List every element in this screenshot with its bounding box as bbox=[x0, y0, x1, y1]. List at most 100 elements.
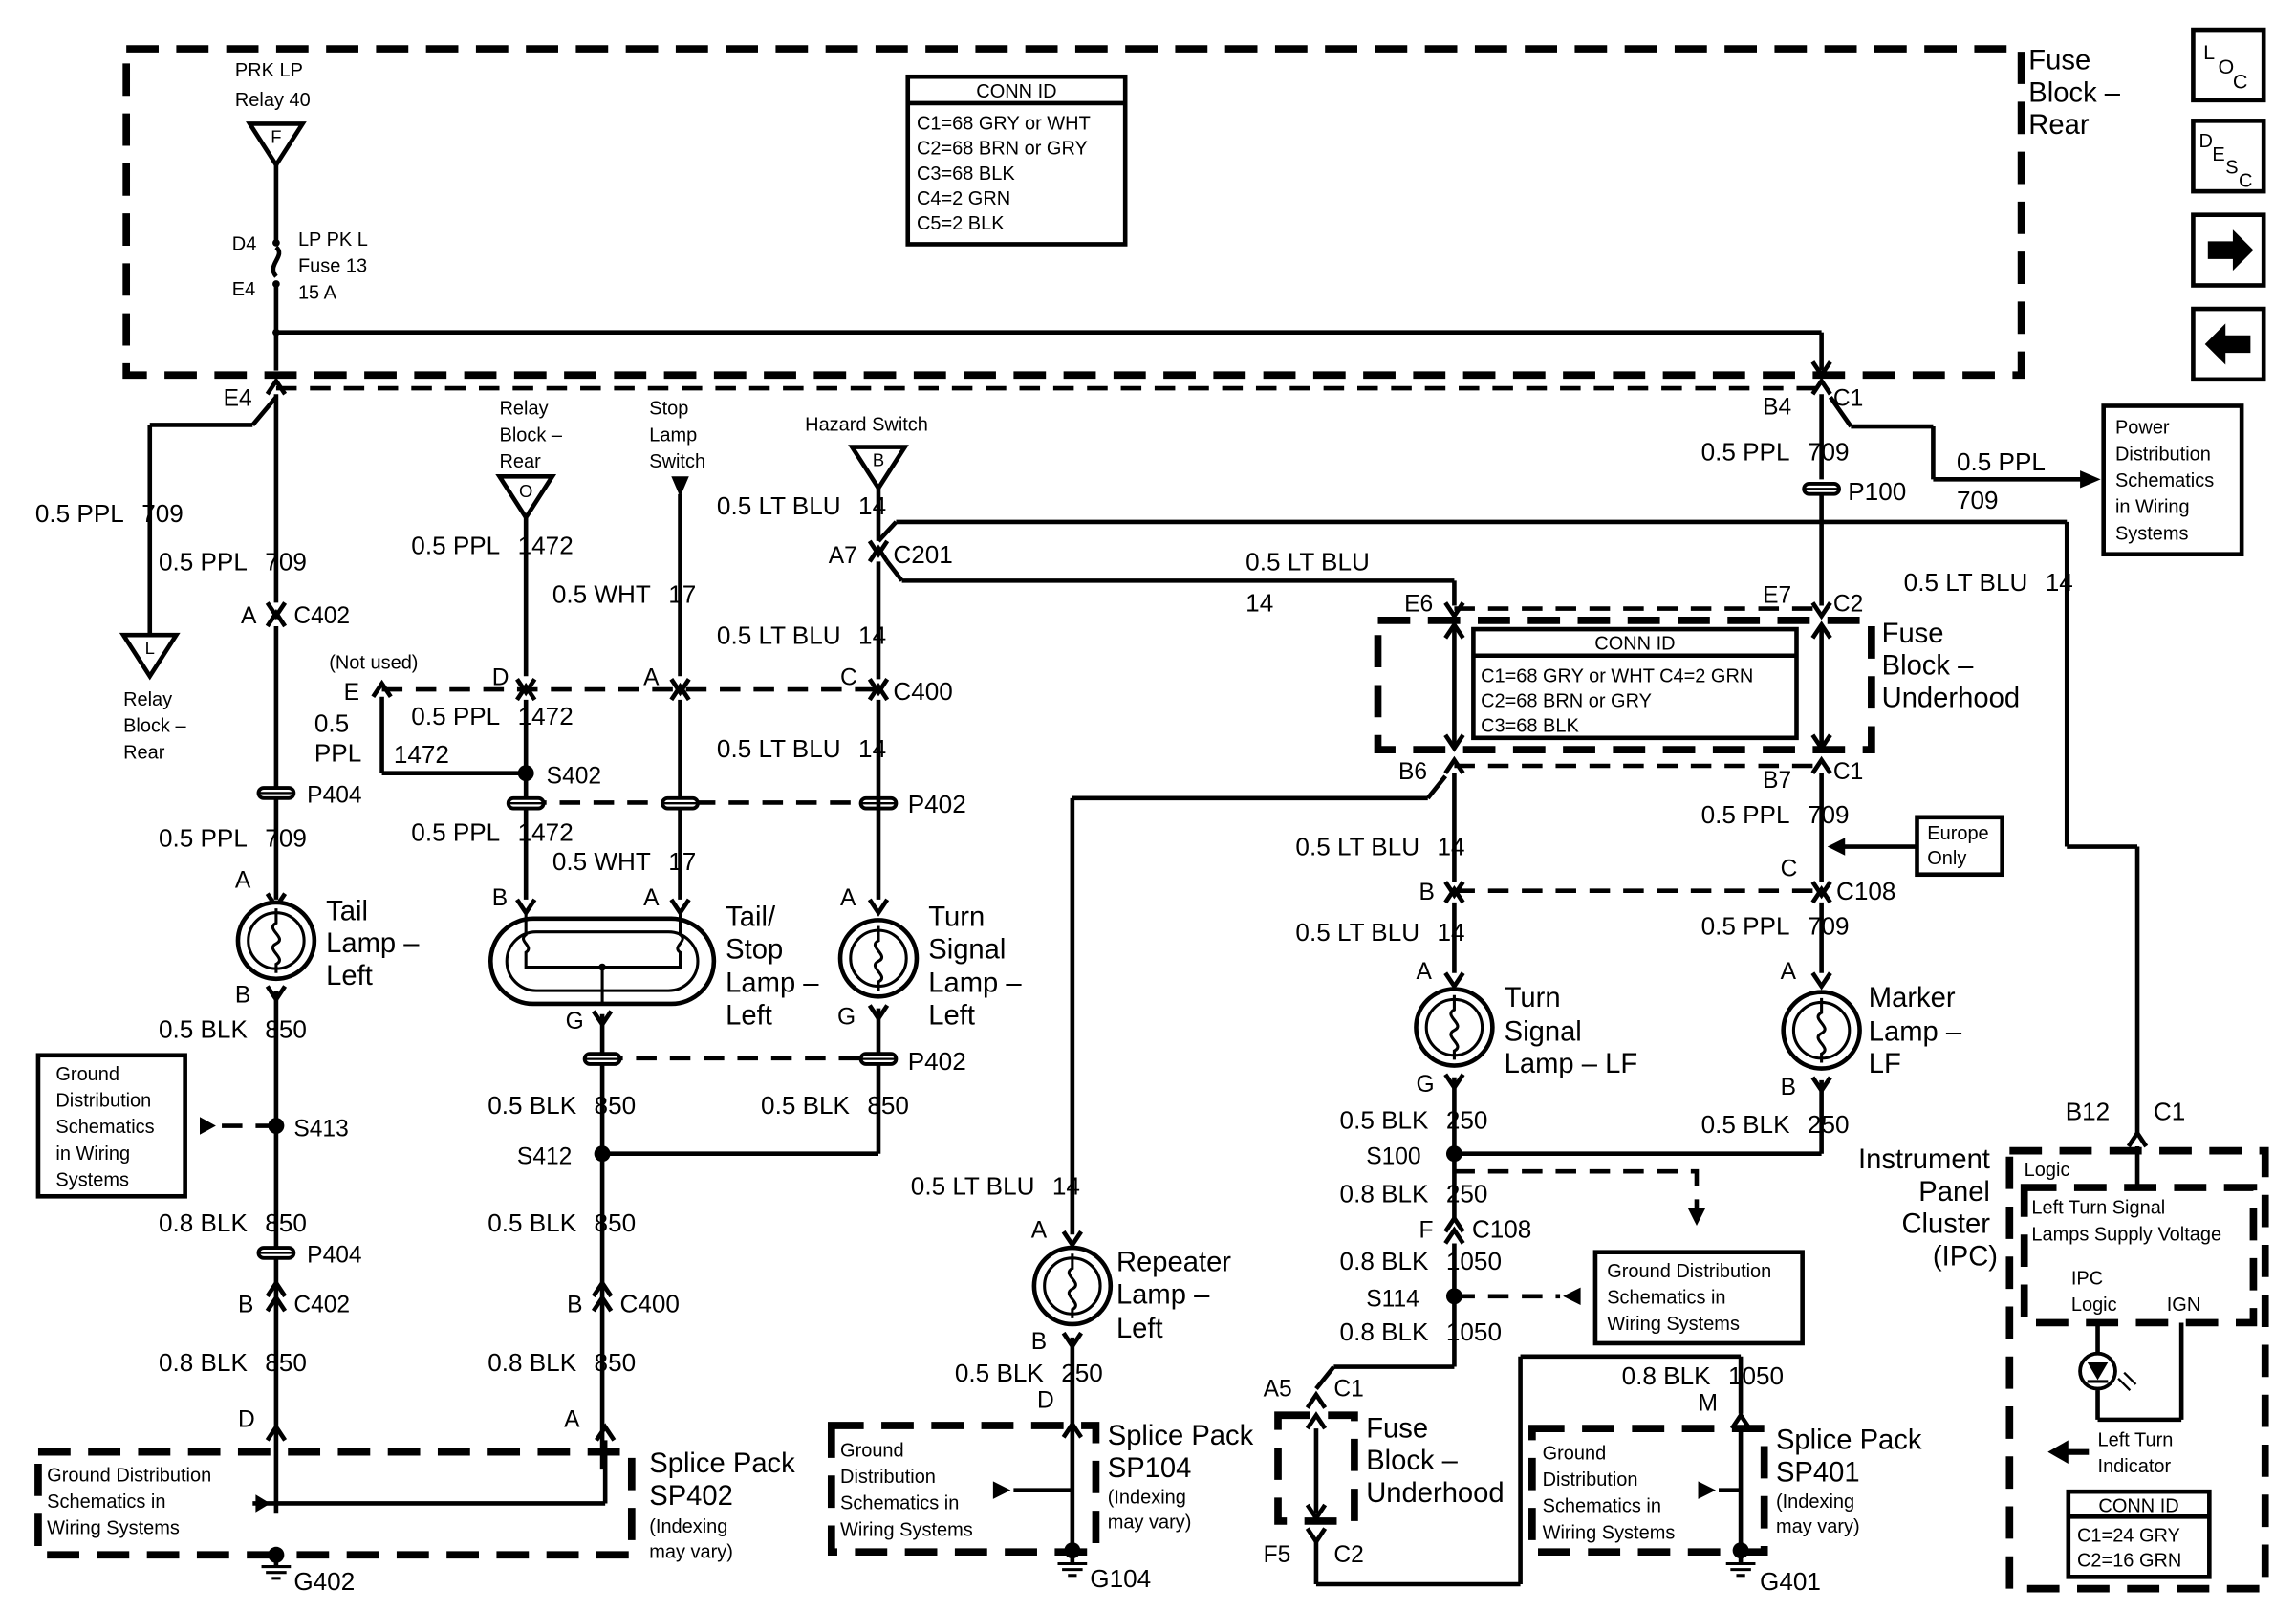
c108-pin-c: C bbox=[1781, 856, 1798, 882]
c108-pin-f: F bbox=[1419, 1217, 1434, 1243]
fuse-block-rear-title: Fuse Block – Rear bbox=[2028, 46, 2128, 142]
svg-text:S: S bbox=[2225, 158, 2238, 179]
wire-1472-e-ckt: 1472 bbox=[394, 740, 449, 769]
splice-pack-sp402-title: Splice Pack SP402 bbox=[649, 1448, 803, 1512]
fuse-13-label: LP PK L Fuse 13 15 A bbox=[298, 229, 373, 303]
connector-b7: B7 bbox=[1763, 768, 1791, 794]
left-turn-indicator-led-icon bbox=[2078, 1351, 2137, 1391]
relay-o-marker bbox=[495, 473, 557, 522]
splice-s402-label: S402 bbox=[547, 763, 601, 789]
hazard-switch-label: Hazard Switch bbox=[805, 415, 928, 436]
not-used-note: (Not used) bbox=[329, 653, 418, 674]
ground-distribution-box-left: Ground Distribution Schematics in Wiring… bbox=[35, 1053, 187, 1199]
relay-l-letter: L bbox=[145, 638, 155, 658]
hazard-b-marker bbox=[848, 445, 909, 492]
ground-distribution-box-front: Ground Distribution Schematics in Wiring… bbox=[1592, 1250, 1805, 1346]
splice-pack-sp104-title: Splice Pack SP104 bbox=[1108, 1421, 1262, 1484]
connector-c2-uh: C2 bbox=[1833, 592, 1863, 618]
svg-text:D: D bbox=[2199, 131, 2213, 152]
svg-text:CONN ID: CONN ID bbox=[1594, 634, 1675, 655]
sp401-indexing-note: (Indexing may vary) bbox=[1776, 1491, 1860, 1537]
fuse-block-underhood-conn-id: CONN ID C1=68 GRY or WHT C4=2 GRN C2=68 … bbox=[1471, 626, 1799, 741]
p402-pass-through-410 bbox=[582, 1052, 622, 1066]
svg-text:L: L bbox=[2203, 41, 2215, 64]
relay-l-marker bbox=[119, 632, 181, 681]
sp401-ground-text: Ground Distribution Schematics in Wiring… bbox=[1543, 1443, 1676, 1543]
tail-stop-pin-a: A bbox=[643, 885, 660, 911]
svg-text:C4=2 GRN: C4=2 GRN bbox=[917, 188, 1010, 209]
svg-text:C1=68 GRY or WHT C4=2 GRN: C1=68 GRY or WHT C4=2 GRN bbox=[1481, 665, 1753, 686]
wire-run-ckt-14: 14 bbox=[1245, 589, 1273, 618]
sp402-indexing-note: (Indexing may vary) bbox=[649, 1516, 733, 1562]
desc-button[interactable]: D E S C bbox=[2191, 119, 2266, 194]
svg-text:C: C bbox=[2233, 71, 2248, 94]
p100-pass-through bbox=[1802, 482, 1841, 496]
c400-pin-d: D bbox=[492, 664, 509, 690]
wire-0-5-lt-blu-run: 0.5 LT BLU bbox=[1245, 548, 1370, 577]
connector-c201: C201 bbox=[893, 540, 952, 569]
svg-text:C3=68 BLK: C3=68 BLK bbox=[917, 163, 1015, 185]
fuse-block-rear-conn-id: CONN ID C1=68 GRY or WHT C2=68 BRN or GR… bbox=[905, 74, 1128, 247]
fuse-block-underhood-title: Fuse Block – Underhood bbox=[1882, 619, 2020, 714]
europe-only-box: Europe Only bbox=[1915, 815, 2004, 878]
svg-text:C: C bbox=[2239, 171, 2252, 192]
loc-button[interactable]: L O C bbox=[2191, 27, 2266, 103]
marker-lamp-lf-bulb bbox=[1781, 990, 1862, 1071]
connector-e6: E6 bbox=[1404, 592, 1433, 618]
connector-a7: A7 bbox=[829, 543, 857, 569]
c402-pin-b: B bbox=[238, 1293, 253, 1318]
left-arrow-icon bbox=[2204, 323, 2251, 365]
svg-text:Europe Only: Europe Only bbox=[1927, 823, 1994, 869]
tail-stop-lamp-left-bulb bbox=[487, 912, 717, 1007]
relay-block-rear-label-left: Relay Block – Rear bbox=[123, 689, 191, 763]
repeater-lamp-left-bulb bbox=[1031, 1245, 1114, 1327]
next-page-button[interactable] bbox=[2191, 212, 2266, 288]
turn-lamp-lf-pin-a: A bbox=[1416, 959, 1432, 985]
p402-pass-through-358 bbox=[506, 795, 546, 811]
ground-g402-icon bbox=[261, 1555, 292, 1580]
connector-p100: P100 bbox=[1848, 477, 1906, 506]
ground-g401-icon bbox=[1725, 1550, 1756, 1578]
ipc-logic-label: IPC Logic bbox=[2071, 1268, 2117, 1316]
c400-pin-a: A bbox=[643, 664, 660, 690]
sp402-ground-text: Ground Distribution Schematics in Wiring… bbox=[47, 1465, 217, 1538]
ipc-supply-label: Left Turn Signal Lamps Supply Voltage bbox=[2031, 1198, 2221, 1246]
svg-text:CONN ID: CONN ID bbox=[2098, 1496, 2178, 1517]
turn-lamp-left-pin-g: G bbox=[837, 1004, 856, 1030]
stop-lamp-switch-label: Stop Lamp Switch bbox=[649, 399, 705, 472]
wire-709-out: 709 bbox=[1957, 486, 1999, 514]
svg-text:E: E bbox=[2212, 144, 2224, 165]
tail-stop-lamp-left-label: Tail/ Stop Lamp – Left bbox=[726, 903, 826, 1032]
svg-text:Ground Distribution: Ground Distribution Schematics in Wiring… bbox=[55, 1064, 160, 1191]
connector-e4: E4 bbox=[224, 385, 252, 411]
ground-g104-label: G104 bbox=[1090, 1564, 1151, 1593]
tail-lamp-pin-b: B bbox=[235, 982, 250, 1008]
fuse-13-symbol bbox=[271, 245, 282, 278]
connector-b4: B4 bbox=[1763, 395, 1791, 421]
connector-p404-b: P404 bbox=[307, 1242, 361, 1268]
sp104-indexing-note: (Indexing may vary) bbox=[1108, 1487, 1192, 1533]
right-arrow-icon bbox=[2207, 229, 2254, 272]
sp104-ground-text: Ground Distribution Schematics in Wiring… bbox=[840, 1440, 973, 1540]
connector-c1-uh: C1 bbox=[1833, 759, 1863, 785]
tail-lamp-left-label: Tail Lamp – Left bbox=[326, 896, 426, 991]
fuse-block-underhood-bus-left bbox=[1443, 620, 1465, 752]
relay-f-letter: F bbox=[271, 126, 281, 146]
prev-page-button[interactable] bbox=[2191, 306, 2266, 382]
splice-s100-label: S100 bbox=[1366, 1143, 1420, 1169]
tail-stop-pin-b: B bbox=[492, 885, 508, 911]
svg-text:C2=68 BRN or GRY: C2=68 BRN or GRY bbox=[917, 139, 1088, 160]
svg-text:CONN ID: CONN ID bbox=[976, 81, 1056, 102]
wire-0-5-ppl-1472-e: 0.5 PPL bbox=[314, 709, 361, 768]
connector-c1-small: C1 bbox=[1333, 1376, 1363, 1402]
